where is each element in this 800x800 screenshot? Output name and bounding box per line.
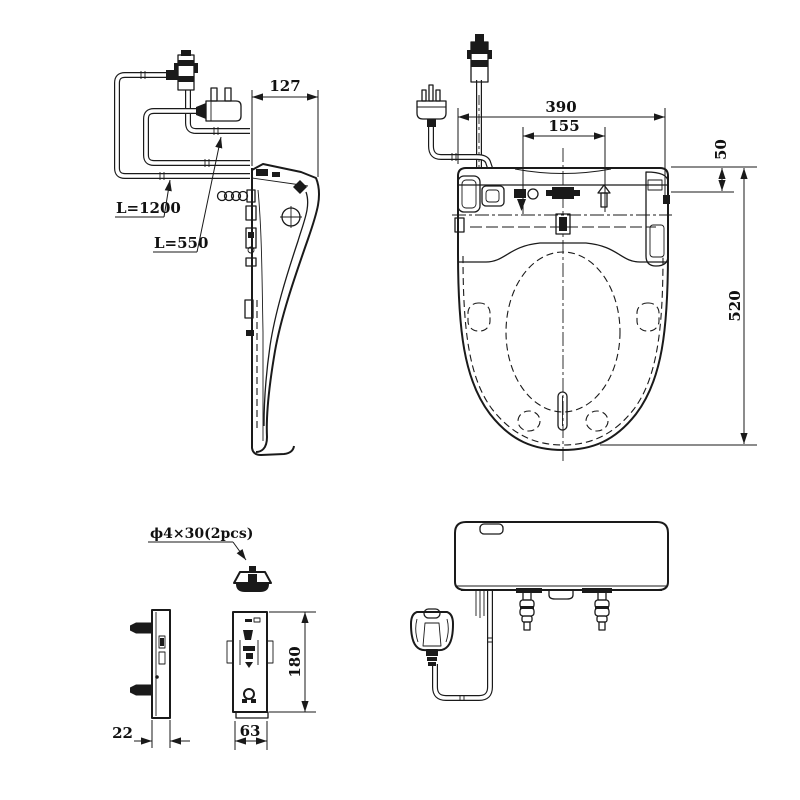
hose-length-label: L=550 (154, 234, 208, 252)
front-view (410, 521, 669, 701)
water-hose-long (114, 72, 250, 179)
dim-155: 155 (522, 117, 606, 214)
top-view: 390 155 50 520 (416, 34, 757, 463)
seat-side-profile (216, 163, 321, 456)
mounting-bolt-icon (130, 684, 152, 696)
dim-127-label: 127 (269, 77, 300, 95)
dim-155-label: 155 (548, 117, 579, 135)
power-plug-front-icon (410, 608, 454, 666)
power-plug-side-icon (196, 87, 242, 122)
water-connector-icon (166, 50, 198, 91)
threaded-inlet-fitting (216, 189, 256, 203)
power-plug-top-icon (416, 84, 447, 127)
screw-callout: ϕ4×30(2pcs) (148, 526, 272, 592)
hose-ticks (140, 71, 219, 180)
right-side-pod (645, 171, 670, 267)
dim-50: 50 (671, 139, 757, 193)
left-side-pod (454, 175, 481, 233)
dim-390-label: 390 (545, 98, 576, 116)
hinge-pivot (280, 206, 302, 228)
hose-connector-left-icon (519, 591, 535, 631)
mounting-screw-icon (233, 566, 272, 592)
hose-connector-right-icon (594, 591, 610, 631)
label-hose-length: L=550 (153, 136, 223, 253)
seat-hidden-lines (462, 148, 664, 463)
dim-180-label: 180 (286, 646, 304, 677)
dim-22-label: 22 (112, 724, 133, 742)
power-cord-side (143, 108, 250, 166)
water-hose-short (185, 90, 250, 134)
diamond-mark (293, 180, 307, 194)
dim-50-label: 50 (712, 139, 730, 160)
side-view: 127 L=1200 L=550 (114, 50, 321, 456)
label-cord-length: L=1200 (115, 179, 181, 218)
screw-label: ϕ4×30(2pcs) (150, 526, 253, 542)
dim-520: 520 (600, 168, 757, 446)
dim-63: 63 (234, 721, 268, 750)
back-fittings (244, 205, 257, 336)
power-cord-front (432, 590, 493, 701)
plate-side-view (130, 609, 171, 719)
seat-top-outline (452, 167, 672, 451)
mounting-bolt-icon (130, 622, 152, 634)
dim-22: 22 (112, 720, 190, 748)
dim-390: 390 (457, 98, 666, 200)
power-cord-top (428, 127, 493, 169)
dim-63-label: 63 (240, 722, 261, 740)
dim-180: 180 (269, 611, 316, 713)
seat-front-outline (454, 521, 669, 618)
dim-127: 127 (251, 77, 319, 177)
dim-520-label: 520 (726, 290, 744, 321)
mounting-plate-views: ϕ4×30(2pcs) 22 (112, 526, 316, 750)
cord-length-label: L=1200 (116, 199, 181, 217)
water-connector-top-icon (467, 34, 492, 83)
plate-front-view (226, 611, 274, 719)
